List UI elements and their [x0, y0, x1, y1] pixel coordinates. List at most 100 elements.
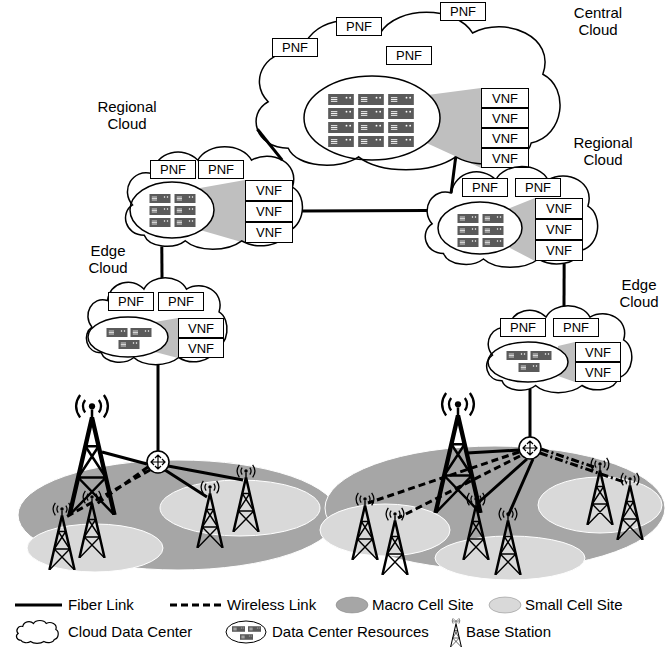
network-function-box: VNF [178, 338, 224, 358]
legend-sample [232, 626, 245, 632]
legend-sample [15, 604, 62, 607]
network-function-box: PNF [500, 318, 546, 337]
legend-label: Fiber Link [68, 596, 134, 613]
data-center-resources [388, 94, 414, 105]
function-label: PNF [168, 294, 194, 309]
legend-label: Cloud Data Center [68, 623, 192, 640]
legend-sample [451, 618, 462, 647]
cloud-name: Edge Cloud [614, 276, 664, 310]
function-label: VNF [256, 225, 282, 240]
function-label: VNF [492, 111, 518, 126]
base-station-icon [49, 393, 642, 575]
data-center-resources [458, 226, 479, 235]
function-label: PNF [346, 19, 372, 34]
function-label: VNF [585, 345, 611, 360]
legend-sample [248, 626, 261, 632]
data-center-resources [388, 108, 414, 119]
function-label: PNF [208, 162, 234, 177]
function-label: VNF [492, 91, 518, 106]
data-center-resources [150, 194, 171, 203]
cell-site-area [18, 460, 338, 570]
cloud-data-center: Regional CloudPNFPNFVNFVNFVNF [415, 160, 605, 270]
data-center-resources [175, 218, 196, 227]
fiber-link [160, 246, 163, 278]
data-center-resources [107, 328, 128, 337]
network-function-box: PNF [440, 2, 486, 21]
cell-site-area [538, 477, 662, 533]
cloud-name: Edge Cloud [82, 242, 134, 276]
network-function-box: VNF [481, 108, 529, 128]
function-label: PNF [396, 48, 422, 63]
legend-label: Small Cell Site [525, 596, 623, 613]
network-function-box: PNF [108, 292, 154, 311]
data-center-resources [531, 351, 552, 360]
network-function-box: VNF [481, 128, 529, 148]
cloud-name: Central Cloud [566, 4, 630, 38]
data-center-resources [458, 238, 479, 247]
data-center-resources [507, 351, 528, 360]
cloud-name: Regional Cloud [86, 98, 168, 132]
base-station-icon [587, 458, 612, 525]
cloud-name: Regional Cloud [566, 134, 640, 168]
router-icon [147, 451, 169, 473]
data-center-resources [438, 202, 522, 254]
legend-label: Wireless Link [227, 596, 316, 613]
function-label: PNF [472, 180, 498, 195]
network-function-box: PNF [553, 318, 599, 337]
function-label: VNF [492, 151, 518, 166]
data-center-resources [488, 342, 568, 382]
data-center-resources [328, 122, 354, 133]
fiber-link [563, 263, 566, 306]
data-center-resources [88, 76, 575, 382]
function-label: VNF [546, 201, 572, 216]
access-links [102, 365, 243, 497]
network-function-box: VNF [178, 318, 224, 338]
legend-swatch [336, 597, 368, 613]
data-center-resources [150, 206, 171, 215]
data-center-resources [175, 194, 196, 203]
legend-sample [226, 621, 266, 643]
data-center-resources [483, 238, 504, 247]
data-center-resources [358, 122, 384, 133]
function-label: PNF [118, 294, 144, 309]
network-function-box: VNF [535, 219, 583, 240]
base-station-icon [233, 465, 258, 532]
cloud-outline [487, 306, 632, 393]
cloud-data-center: Edge CloudPNFPNFVNFVNF [78, 272, 233, 367]
data-center-resources [358, 94, 384, 105]
data-center-resources [358, 136, 384, 147]
function-label: VNF [256, 183, 282, 198]
network-function-box: VNF [481, 88, 529, 108]
data-center-resources [119, 340, 140, 349]
function-label: PNF [510, 320, 536, 335]
data-center-resources [328, 94, 354, 105]
cell-site-area [320, 504, 450, 556]
data-center-resources [519, 363, 540, 372]
data-center-resources [328, 136, 354, 147]
data-center-resources [88, 317, 168, 357]
base-station-icon [197, 481, 222, 548]
network-function-box: PNF [272, 38, 318, 57]
cloud-data-center: Regional CloudPNFPNFVNFVNFVNF [115, 140, 310, 252]
base-station-icon [495, 508, 520, 575]
connector-layer [336, 597, 521, 613]
base-station-icon [49, 503, 74, 570]
router-icon [519, 437, 541, 459]
data-center-resources [150, 218, 171, 227]
network-function-box: VNF [535, 240, 583, 261]
function-label: VNF [585, 365, 611, 380]
cloud-outline [86, 278, 227, 365]
fiber-link [257, 129, 282, 160]
data-center-resources [131, 328, 152, 337]
function-label: VNF [256, 204, 282, 219]
base-station-icon [617, 473, 642, 540]
legend-label: Macro Cell Site [372, 596, 474, 613]
network-function-box: VNF [481, 148, 529, 168]
legend-sample [16, 621, 58, 644]
data-center-resources [388, 136, 414, 147]
cloud-data-center: Central CloudPNFPNFPNFPNFVNFVNFVNFVNF [238, 2, 573, 174]
network-function-box: VNF [575, 342, 621, 362]
access-links [66, 365, 627, 518]
